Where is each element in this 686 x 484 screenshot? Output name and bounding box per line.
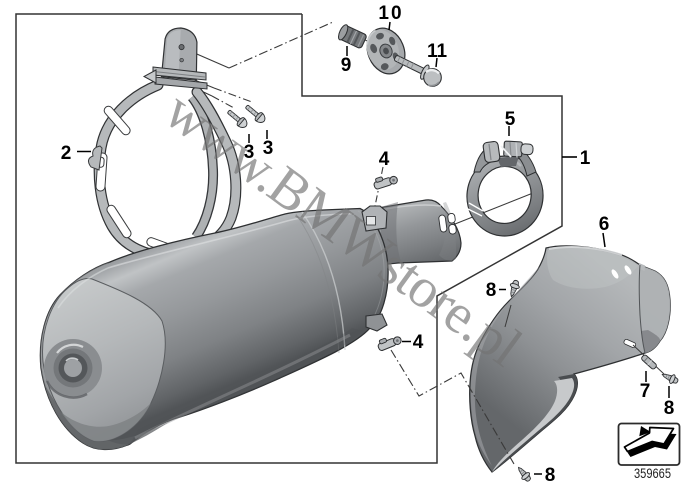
svg-text:8: 8 [486,280,497,301]
svg-text:7: 7 [640,381,651,402]
svg-text:11: 11 [427,41,448,62]
svg-text:359665: 359665 [634,466,671,481]
svg-text:3: 3 [244,142,255,163]
svg-text:8: 8 [664,398,675,419]
svg-text:4: 4 [379,149,390,170]
svg-text:4: 4 [413,332,424,353]
svg-text:8: 8 [545,465,556,484]
svg-text:10: 10 [378,3,403,24]
svg-text:9: 9 [341,55,352,76]
svg-text:3: 3 [263,138,274,159]
svg-text:5: 5 [505,109,516,130]
svg-text:2: 2 [61,143,72,164]
svg-text:1: 1 [580,148,591,169]
svg-text:6: 6 [599,214,610,235]
